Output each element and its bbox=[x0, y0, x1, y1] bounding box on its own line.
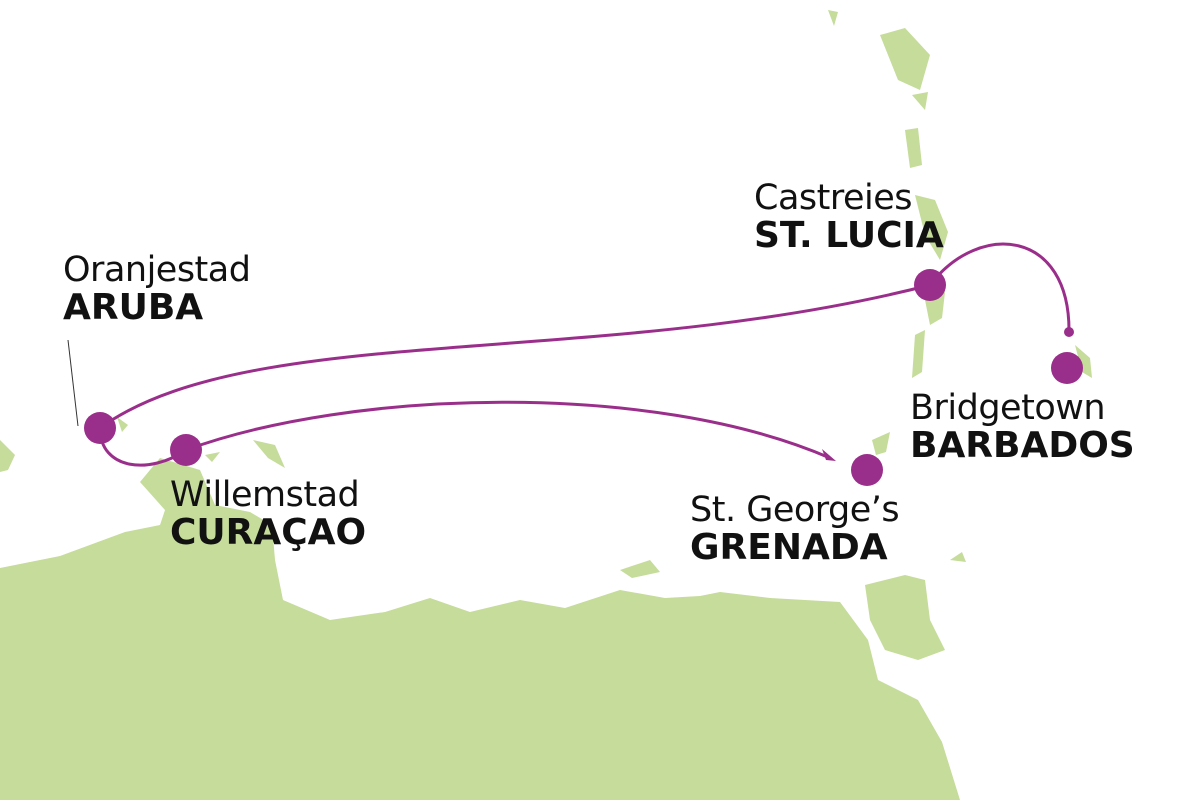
stop-stlucia-marker[interactable] bbox=[914, 269, 946, 301]
stops bbox=[84, 269, 1083, 486]
island-martinique bbox=[915, 195, 948, 260]
island-tobago bbox=[950, 552, 966, 562]
city-name: Willemstad bbox=[170, 475, 360, 515]
island-bonaire bbox=[253, 440, 285, 468]
island-dominica bbox=[905, 128, 922, 168]
mainland-south-america bbox=[0, 458, 960, 800]
island-grenadines bbox=[872, 432, 890, 455]
stop-aruba-marker[interactable] bbox=[84, 412, 116, 444]
island-montserrat bbox=[912, 92, 928, 110]
island-barbados-land bbox=[1075, 345, 1092, 378]
stop-barbados-marker[interactable] bbox=[1051, 352, 1083, 384]
route-stlucia-barbados bbox=[928, 242, 1071, 333]
land bbox=[0, 10, 1092, 800]
island-antigua bbox=[828, 10, 838, 26]
country-name: CURAÇAO bbox=[170, 511, 367, 553]
route-end-dot bbox=[1064, 327, 1074, 337]
label-aruba: Oranjestad ARUBA bbox=[63, 250, 251, 328]
island-aruba-land bbox=[117, 417, 128, 432]
island-west bbox=[0, 440, 15, 472]
city-name: Castreies bbox=[754, 178, 912, 218]
city-name: Bridgetown bbox=[910, 388, 1106, 428]
stop-grenada-marker[interactable] bbox=[851, 454, 883, 486]
city-name: St. George’s bbox=[690, 490, 900, 530]
route-curacao-grenada bbox=[185, 400, 831, 460]
route-arrowhead bbox=[822, 449, 836, 461]
country-name: ARUBA bbox=[63, 286, 204, 328]
stop-curacao-marker[interactable] bbox=[170, 434, 202, 466]
label-curacao: Willemstad CURAÇAO bbox=[170, 477, 366, 552]
label-barbados: Bridgetown BARBADOS bbox=[910, 390, 1135, 465]
country-name: ST. LUCIA bbox=[754, 214, 944, 256]
label-grenada: St. George’s GRENADA bbox=[690, 490, 900, 568]
country-name: GRENADA bbox=[690, 526, 888, 568]
island-guadeloupe bbox=[880, 28, 930, 90]
island-st-vincent bbox=[912, 330, 925, 378]
island-margarita bbox=[620, 560, 660, 578]
country-name: BARBADOS bbox=[910, 424, 1135, 466]
city-name: Oranjestad bbox=[63, 250, 251, 290]
island-trinidad bbox=[865, 575, 945, 660]
island-curacao-land bbox=[205, 452, 220, 462]
aruba-leader-line bbox=[67, 339, 79, 427]
label-stlucia: Castreies ST. LUCIA bbox=[754, 180, 944, 255]
route-aruba-stlucia bbox=[99, 283, 931, 430]
